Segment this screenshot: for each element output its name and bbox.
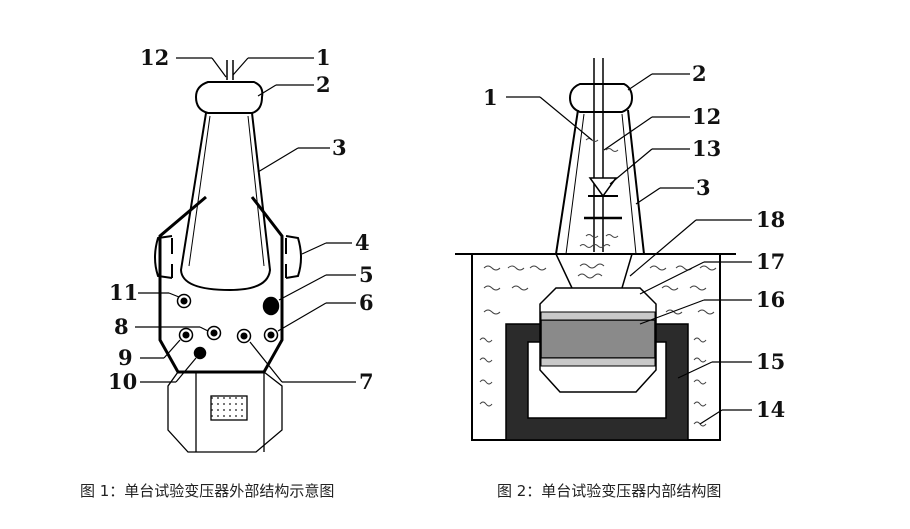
figure-1-labels: 12 1 2 3 4 5 6 11 8 9 10 7	[108, 45, 374, 394]
label-3b: 3	[696, 175, 711, 200]
label-16b: 16	[756, 287, 785, 312]
terminal-7	[236, 328, 252, 344]
label-1b: 1	[483, 85, 498, 110]
label-3: 3	[332, 135, 347, 160]
winding-16	[540, 319, 656, 359]
label-10: 10	[108, 369, 137, 394]
label-7: 7	[359, 369, 374, 394]
figure-2-caption: 图 2：单台试验变压器内部结构图	[497, 482, 722, 500]
label-2: 2	[316, 72, 331, 97]
terminal-8	[206, 325, 222, 341]
top-cap-2	[568, 83, 634, 113]
oil-waves	[479, 138, 717, 427]
label-12: 12	[140, 45, 169, 70]
terminal-6	[263, 327, 279, 343]
ground-10	[193, 346, 207, 360]
base-frame	[167, 371, 283, 453]
rectifier-13	[588, 177, 618, 198]
label-14b: 14	[756, 397, 785, 422]
label-15b: 15	[756, 349, 785, 374]
tank-body	[158, 195, 284, 374]
figure-1-caption: 图 1：单台试验变压器外部结构示意图	[80, 482, 335, 500]
label-18b: 18	[756, 207, 785, 232]
label-4: 4	[355, 230, 370, 255]
top-cap	[194, 81, 264, 114]
terminal-9	[178, 327, 194, 343]
insulating-bushing-2	[555, 109, 645, 255]
figure-1	[135, 57, 356, 453]
label-2b: 2	[692, 61, 707, 86]
oil-plug-5	[262, 296, 280, 316]
label-11: 11	[109, 280, 138, 305]
label-13b: 13	[692, 136, 721, 161]
figure-2	[455, 58, 752, 441]
label-17b: 17	[756, 249, 785, 274]
label-6: 6	[359, 290, 374, 315]
insulating-bushing	[179, 112, 272, 292]
label-1: 1	[316, 45, 331, 70]
label-9: 9	[118, 345, 133, 370]
right-handle	[285, 235, 302, 279]
label-12b: 12	[692, 104, 721, 129]
terminal-11	[176, 293, 192, 309]
label-8: 8	[114, 314, 129, 339]
figure-2-labels: 2 1 12 13 3 18 17 16 15 14	[483, 61, 785, 422]
label-5: 5	[359, 262, 374, 287]
nameplate	[210, 395, 248, 421]
left-handle	[154, 235, 173, 279]
